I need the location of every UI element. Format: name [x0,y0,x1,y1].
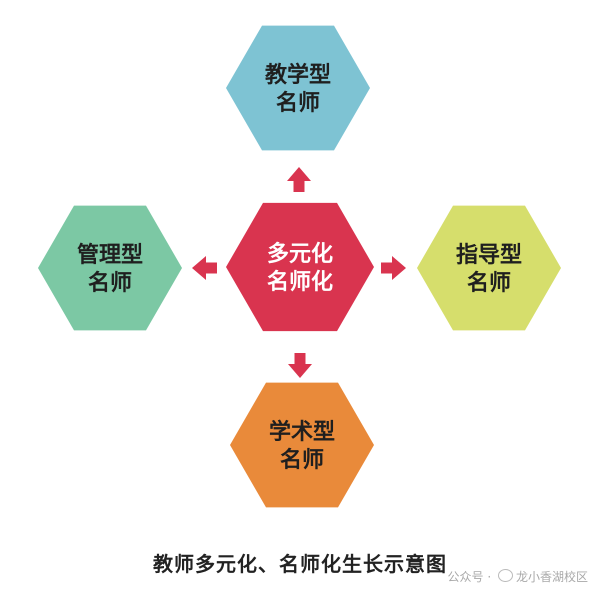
teaching-label-line-2: 名师 [276,90,320,116]
center-label-line-2: 名师化 [267,269,333,295]
teaching-label-line-1: 教学型 [265,62,331,88]
academic-arrow-shaft [294,353,306,365]
teaching-hexagon [226,25,370,151]
academic-arrow-head [288,364,312,378]
management-label-line-1: 管理型 [77,242,143,268]
watermark-prefix: 公众号 · [447,570,495,584]
guidance-label-line-1: 指导型 [456,243,522,268]
academic-label-line-1: 学术型 [269,419,335,445]
management-arrow-head [192,256,206,280]
diagram-caption: 教师多元化、名师化生长示意图 [153,552,447,576]
management-arrow-shaft [205,262,217,274]
guidance-arrow [381,256,406,280]
academic-label-line-2: 名师 [280,447,324,473]
management-label-line-2: 名师 [88,270,132,296]
wechat-icon [497,569,513,582]
teaching-arrow-head [287,167,311,181]
guidance-arrow-head [392,256,406,280]
center-label-line-1: 多元化 [267,241,333,267]
academic-arrow [288,353,312,378]
teaching-arrow-shaft [293,180,305,192]
center-hexagon [226,202,374,332]
guidance-hexagon [417,205,561,331]
academic-hexagon [230,382,374,508]
teaching-arrow [287,167,311,192]
management-hexagon [38,205,182,331]
guidance-label-line-2: 名师 [467,270,511,296]
watermark-account: 龙小香湖校区 [515,570,588,584]
management-arrow [192,256,217,280]
watermark: 公众号 · 龙小香湖校区 [448,568,588,585]
guidance-arrow-shaft [381,262,393,274]
